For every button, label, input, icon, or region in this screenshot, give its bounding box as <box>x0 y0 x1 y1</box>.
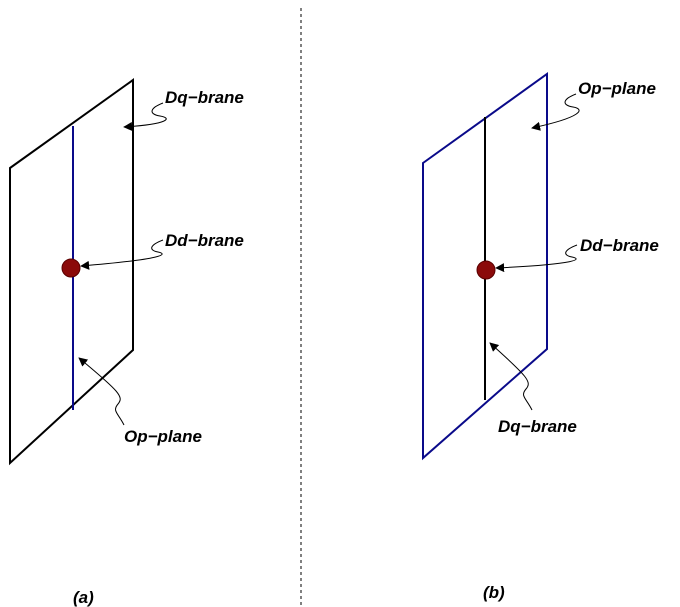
panel-a-op-plane-pointer <box>78 357 125 426</box>
panel-a-dq-brane-pointer <box>123 102 167 131</box>
panel-b-dq-brane-label: Dq−brane <box>498 417 577 436</box>
panel-b-caption: (b) <box>483 583 505 602</box>
panel-a-dd-brane-label: Dd−brane <box>165 231 244 250</box>
panel-a-caption: (a) <box>73 588 94 607</box>
panel-b-dd-brane-label: Dd−brane <box>580 236 659 255</box>
panel-b-dq-brane-pointer <box>489 342 533 411</box>
panel-a-dd-brane-point <box>61 258 81 278</box>
panel-b-dd-brane-pointer <box>495 244 578 273</box>
panel-a-dd-brane-pointer <box>80 239 164 270</box>
panel-a-op-plane-label: Op−plane <box>124 427 202 446</box>
panel-b-op-plane-plane <box>422 72 548 461</box>
panel-a: Dq−brane Dd−brane Op−plane (a) <box>9 78 244 607</box>
panel-a-dq-brane-plane <box>9 78 134 466</box>
panel-b: Op−plane Dd−brane Dq−brane (b) <box>422 72 659 602</box>
panel-a-dq-brane-label: Dq−brane <box>165 88 244 107</box>
panel-b-dd-brane-point <box>476 260 496 280</box>
panel-b-op-plane-label: Op−plane <box>578 79 656 98</box>
panel-b-op-plane-pointer <box>531 93 580 131</box>
